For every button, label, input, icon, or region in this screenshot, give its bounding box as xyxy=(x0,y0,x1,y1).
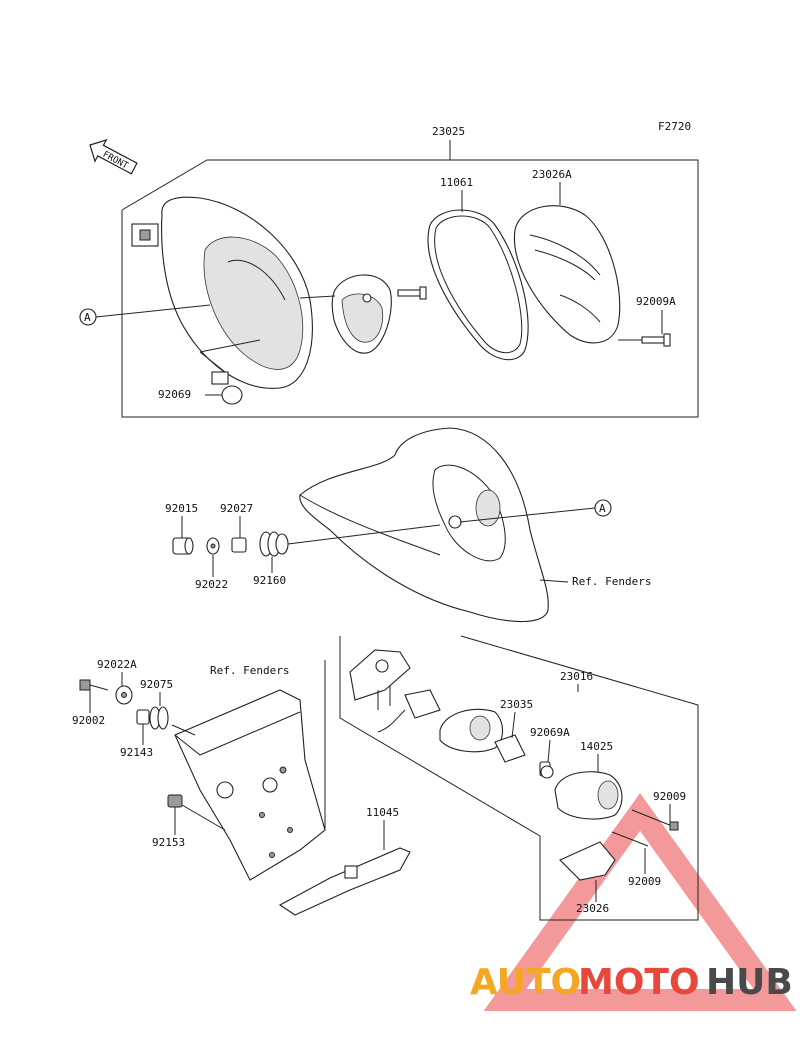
nut-92015 xyxy=(172,537,194,555)
label-92069A: 92069A xyxy=(530,726,570,739)
fender-section: Ref. Fenders A 92015 92027 92022 92160 xyxy=(165,427,651,623)
label-ref-fenders-2: Ref. Fenders xyxy=(210,664,289,677)
label-92075: 92075 xyxy=(140,678,173,691)
label-92002: 92002 xyxy=(72,714,105,727)
label-92022A: 92022A xyxy=(97,658,137,671)
collar-92027 xyxy=(231,537,247,553)
label-23035: 23035 xyxy=(500,698,533,711)
figure-code: F2720 xyxy=(658,120,691,133)
label-92022: 92022 xyxy=(195,578,228,591)
screw-92009A xyxy=(641,333,671,347)
label-23026: 23026 xyxy=(576,902,609,915)
label-23025: 23025 xyxy=(432,125,465,138)
front-arrow-icon: FRONT xyxy=(89,139,138,175)
license-lamp-assembly: 23016 23035 92069A 14025 xyxy=(339,635,699,921)
svg-text:A: A xyxy=(599,502,606,515)
label-11045: 11045 xyxy=(366,806,399,819)
label-92069: 92069 xyxy=(158,388,191,401)
svg-text:MOTO: MOTO xyxy=(578,962,700,1003)
license-bracket-section: Ref. Fenders 11045 xyxy=(72,658,411,916)
nut-92153 xyxy=(167,794,183,808)
label-92153: 92153 xyxy=(152,836,185,849)
label-23016: 23016 xyxy=(560,670,593,683)
label-92009-b: 92009 xyxy=(628,875,661,888)
grommet-92160 xyxy=(259,531,289,557)
washer-92022A xyxy=(115,685,133,705)
washer-92022 xyxy=(206,537,220,555)
grommet-92075 xyxy=(149,706,169,730)
label-ref-fenders-1: Ref. Fenders xyxy=(572,575,651,588)
collar-92143 xyxy=(136,709,150,725)
bulb-92069 xyxy=(211,371,243,405)
svg-text:AUTO: AUTO xyxy=(470,962,581,1003)
label-92009A: 92009A xyxy=(636,295,676,308)
label-92027: 92027 xyxy=(220,502,253,515)
bulb-92069A xyxy=(539,761,554,779)
label-92143: 92143 xyxy=(120,746,153,759)
label-92015: 92015 xyxy=(165,502,198,515)
bolt-92002 xyxy=(79,679,109,691)
label-14025: 14025 xyxy=(580,740,613,753)
label-92009-a: 92009 xyxy=(653,790,686,803)
watermark-logo: AUTO MOTO HUB xyxy=(470,962,793,1003)
watermark-triangle xyxy=(483,793,797,1011)
screw xyxy=(397,286,427,300)
screw-92009-a xyxy=(631,809,679,831)
label-23026A: 23026A xyxy=(532,168,572,181)
label-92160: 92160 xyxy=(253,574,286,587)
screw-92009-b xyxy=(611,831,649,847)
upper-taillight-assembly: 23025 11061 23026A xyxy=(79,125,699,418)
svg-text:A: A xyxy=(84,311,91,324)
label-11061: 11061 xyxy=(440,176,473,189)
svg-text:HUB: HUB xyxy=(706,962,793,1003)
